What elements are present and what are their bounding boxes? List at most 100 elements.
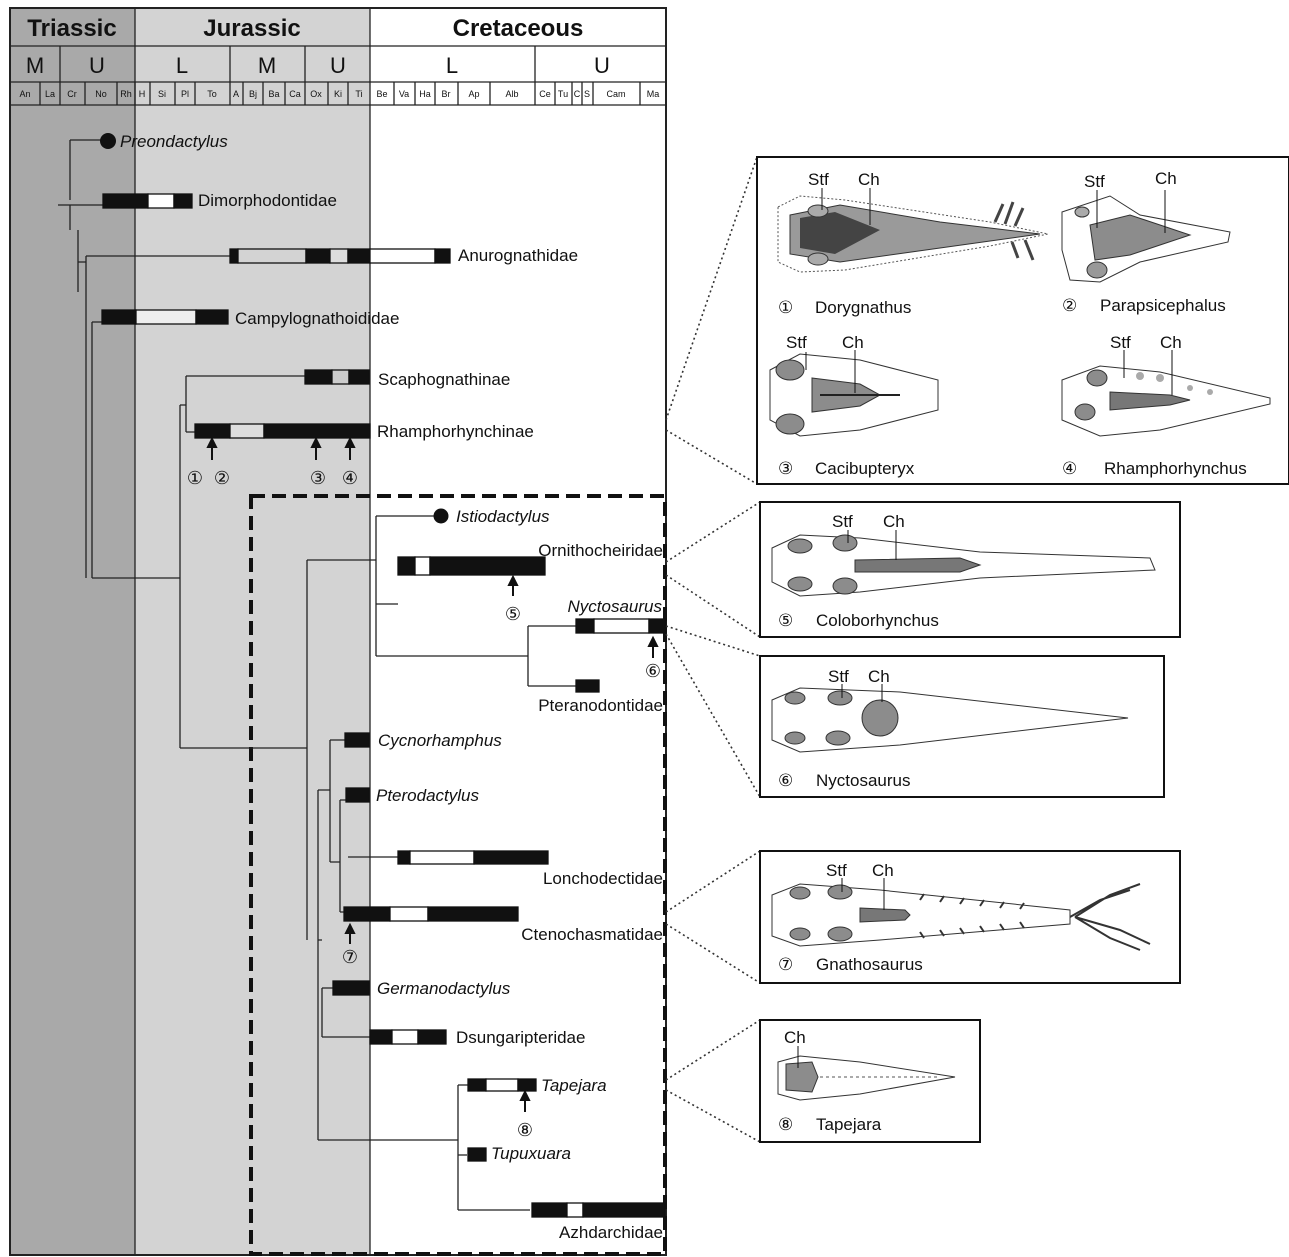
taxon-labels: Preondactylus Dimorphodontidae Anurognat… [120,132,663,1242]
label-lonchodectidae: Lonchodectidae [543,869,663,888]
label-stf-3: Stf [786,333,807,352]
label-ch-7: Ch [872,861,894,880]
skull-num-5: ⑤ [778,611,793,630]
skull-cacibupteryx-drawing [769,353,939,437]
marker-4: ④ [342,468,358,488]
stage-valanginian: Va [399,89,409,99]
stage-bajocian: Bj [249,89,257,99]
label-preondactylus: Preondactylus [120,132,228,151]
skull-num-2: ② [1062,296,1077,315]
skull-panel-coloborhynchus: Stf Ch ⑤ Coloborhynchus [759,501,1181,638]
stage-bathonian: Ba [268,89,279,99]
label-pterodactylus: Pterodactylus [376,786,479,805]
period-triassic: Triassic [27,15,116,42]
skull-num-1: ① [778,298,793,317]
stage-oxfordian: Ox [310,89,322,99]
stage-pliensbachian: Pl [181,89,189,99]
panel-connectors [665,156,761,1143]
stage-hettangian: H [139,89,146,99]
epoch-jurassic-middle: M [258,53,276,78]
label-cycnorhamphus: Cycnorhamphus [378,731,502,750]
label-stf-7: Stf [826,861,847,880]
epoch-triassic-upper: U [89,53,105,78]
preondactylus-dot [100,133,116,149]
marker-1: ① [187,468,203,488]
marker-8: ⑧ [517,1120,533,1140]
period-cretaceous: Cretaceous [453,15,584,42]
label-nyctosaurus: Nyctosaurus [568,597,663,616]
label-ch-6: Ch [868,667,890,686]
specimen-markers: ① ② ③ ④ ⑤ ⑥ ⑦ ⑧ [187,436,661,1140]
skull-panel-nyctosaurus: Stf Ch ⑥ Nyctosaurus [759,655,1165,798]
pterodactyloidea-dashed-box [249,494,667,1256]
stage-row: An La Cr No Rh H Si Pl To A Bj Ba Ca Ox … [19,82,659,105]
skull-name-7: Gnathosaurus [816,955,923,974]
skull-rhamphorhynchus-drawing [1061,365,1271,437]
label-dsungaripteridae: Dsungaripteridae [456,1028,585,1047]
marker-2: ② [214,468,230,488]
marker-5: ⑤ [505,604,521,624]
label-tapejara: Tapejara [541,1076,607,1095]
stage-rhaetian: Rh [120,89,132,99]
stage-hauterivian: Ha [419,89,431,99]
stage-aptian: Ap [468,89,479,99]
label-pteranodontidae: Pteranodontidae [538,696,663,715]
stage-coniacian: C [574,89,581,99]
skull-parapsicephalus-drawing [1061,195,1231,283]
skull-name-6: Nyctosaurus [816,771,910,790]
stage-turonian: Tu [558,89,568,99]
skull-num-4: ④ [1062,459,1077,478]
period-jurassic: Jurassic [203,15,300,42]
stage-toarcian: To [207,89,217,99]
range-bars [101,193,667,1218]
label-anurognathidae: Anurognathidae [458,246,578,265]
stage-aalenian: A [233,89,239,99]
skull-name-5: Coloborhynchus [816,611,939,630]
label-ch-3: Ch [842,333,864,352]
stage-cenomanian: Ce [539,89,551,99]
label-ch-1: Ch [858,170,880,189]
label-rhamphorhynchinae: Rhamphorhynchinae [377,422,534,441]
stage-sinemurian: Si [158,89,166,99]
label-tupuxuara: Tupuxuara [491,1144,571,1163]
label-stf-4: Stf [1110,333,1131,352]
skull-panel-rhamphorhynchids: Stf Ch ① Dorygnathus Stf Ch ② Parapsicep… [756,156,1289,485]
stage-barremian: Br [442,89,451,99]
skull-name-2: Parapsicephalus [1100,296,1226,315]
skull-name-1: Dorygnathus [815,298,911,317]
period-header: Triassic Jurassic Cretaceous [27,15,583,42]
stage-campanian: Cam [606,89,625,99]
label-campylognathoididae: Campylognathoididae [235,309,399,328]
label-scaphognathinae: Scaphognathinae [378,370,510,389]
stage-santonian: S [584,89,590,99]
skull-dorygnathus-drawing [777,195,1049,273]
label-ch-5: Ch [883,512,905,531]
skull-panel-gnathosaurus: Stf Ch ⑦ Gnathosaurus [759,850,1181,984]
label-dimorphodontidae: Dimorphodontidae [198,191,337,210]
skull-num-3: ③ [778,459,793,478]
marker-3: ③ [310,468,326,488]
stage-maastrichtian: Ma [647,89,660,99]
label-stf-5: Stf [832,512,853,531]
skull-name-8: Tapejara [816,1115,882,1134]
skull-name-3: Cacibupteryx [815,459,915,478]
epoch-jurassic-upper: U [330,53,346,78]
stage-carnian: Cr [67,89,77,99]
marker-7: ⑦ [342,947,358,967]
label-ctenochasmatidae: Ctenochasmatidae [521,925,663,944]
label-stf-6: Stf [828,667,849,686]
stage-berriasian: Be [376,89,387,99]
label-germanodactylus: Germanodactylus [377,979,511,998]
stage-tithonian: Ti [355,89,362,99]
istiodactylus-dot [433,508,449,524]
label-ch-2: Ch [1155,169,1177,188]
epoch-cretaceous-upper: U [594,53,610,78]
label-azhdarchidae: Azhdarchidae [559,1223,663,1242]
marker-6: ⑥ [645,661,661,681]
epoch-row: M U L M U L U [26,46,610,82]
skull-num-8: ⑧ [778,1115,793,1134]
epoch-cretaceous-lower: L [446,53,458,78]
label-ch-4: Ch [1160,333,1182,352]
label-istiodactylus: Istiodactylus [456,507,550,526]
